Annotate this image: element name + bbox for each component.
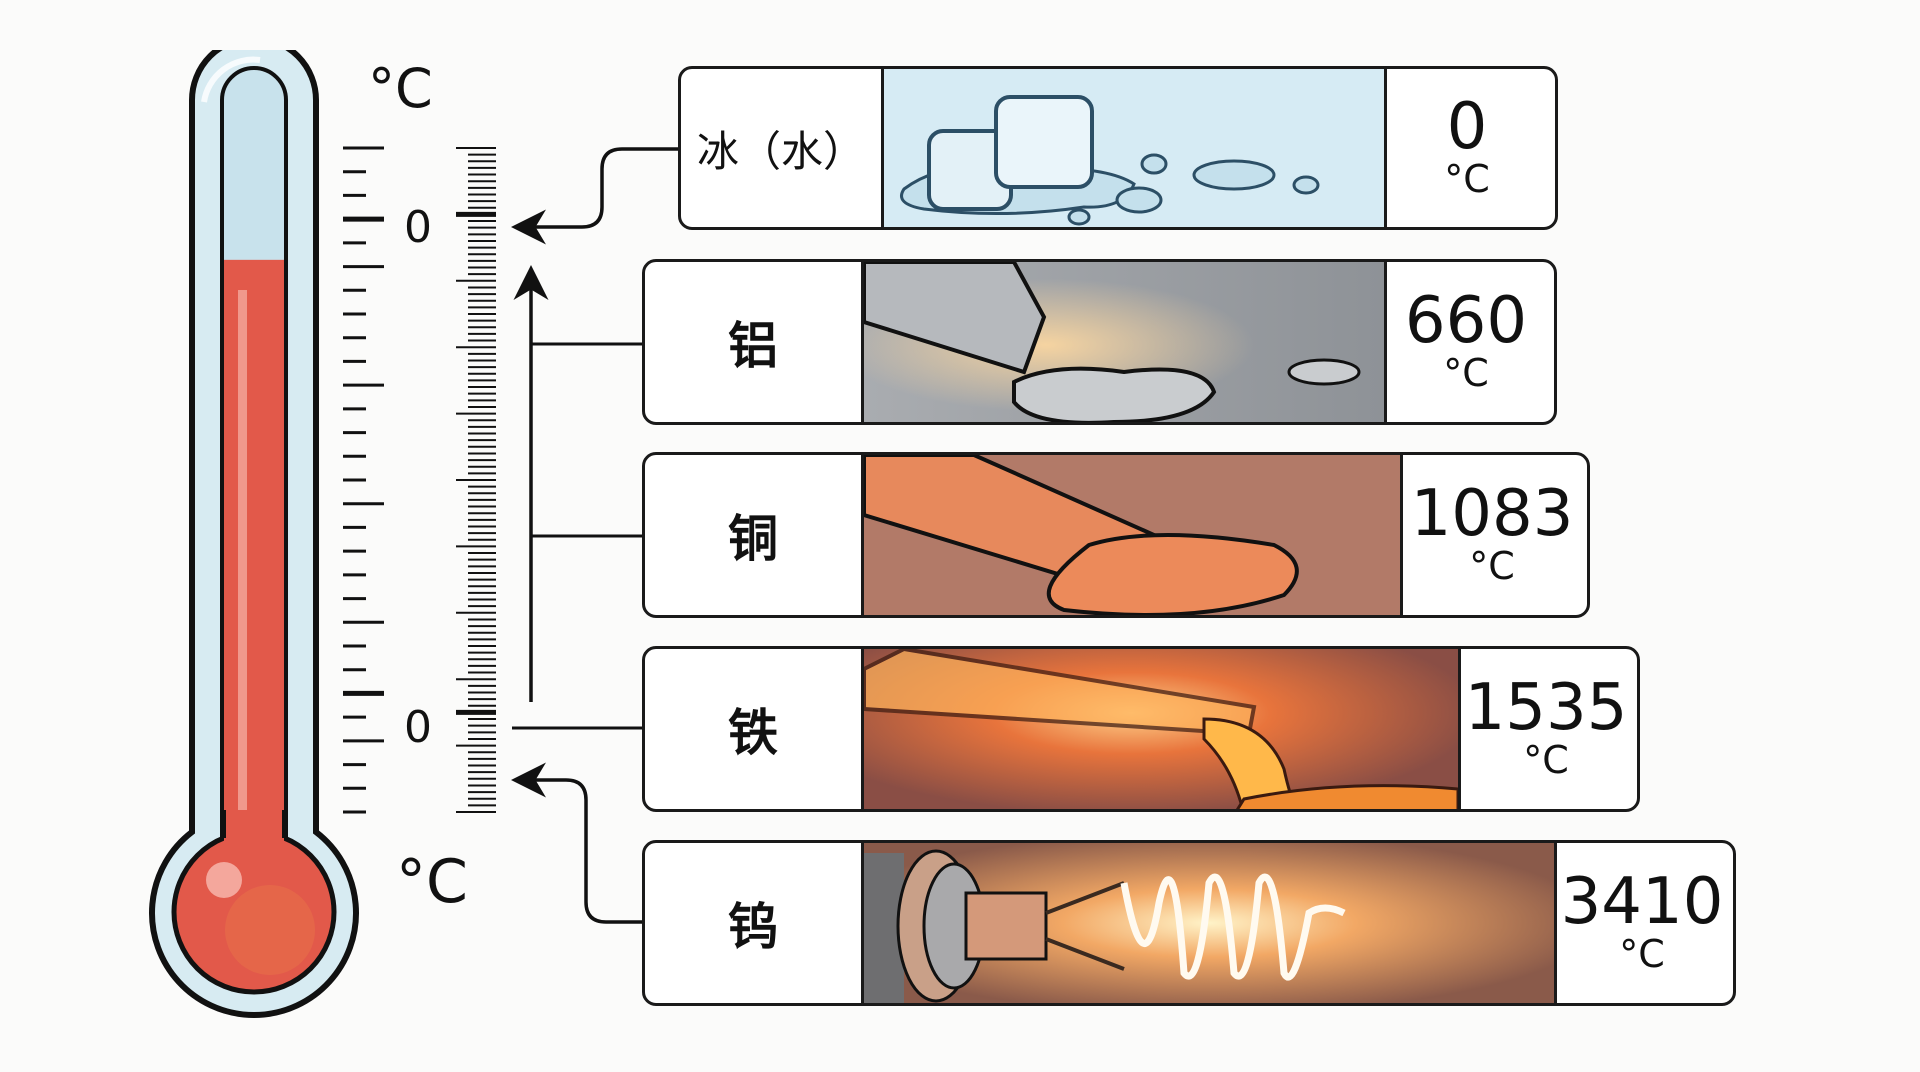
material-name: 铝 — [728, 317, 778, 375]
melting-point-unit: °C — [1469, 544, 1515, 589]
unit-label-top: °C — [368, 57, 433, 120]
unit-label-bottom: °C — [396, 847, 468, 917]
melting-point-unit: °C — [1619, 932, 1665, 977]
scale-left-ticks — [343, 146, 384, 814]
aluminum-illustration — [861, 262, 1387, 422]
connector-ice — [511, 147, 680, 245]
tungsten-illustration — [861, 843, 1557, 1003]
melting-point-value: 3410 — [1560, 865, 1724, 940]
scale-right-ticks — [456, 147, 496, 813]
melting-point-value: 1083 — [1410, 477, 1574, 552]
connector-tungsten — [511, 762, 642, 924]
scale-label-zero-upper: 0 — [404, 202, 432, 253]
material-card-tungsten: 钨 3410 °C — [642, 840, 1736, 1006]
iron-illustration — [861, 649, 1461, 809]
melting-point: 0 °C — [1379, 69, 1555, 227]
melting-point-value: 660 — [1404, 284, 1528, 359]
melting-point-unit: °C — [1444, 157, 1490, 202]
material-name: 铜 — [728, 510, 778, 568]
melting-point: 1535 °C — [1455, 649, 1637, 809]
material-card-aluminum: 铝 660 °C — [642, 259, 1557, 425]
material-name: 冰（水） — [696, 126, 865, 176]
melting-point-value: 1535 — [1464, 671, 1628, 746]
melting-point-unit: °C — [1523, 738, 1569, 783]
melting-point: 3410 °C — [1551, 843, 1733, 1003]
material-name: 铁 — [728, 704, 778, 762]
material-card-ice: 冰（水） 0 °C — [678, 66, 1558, 230]
melting-point-value: 0 — [1446, 90, 1488, 165]
ice-illustration — [881, 69, 1387, 227]
thermometer — [140, 50, 370, 1020]
thermometer-graphic — [149, 50, 359, 1018]
mercury-column — [224, 259, 284, 863]
copper-illustration — [861, 455, 1403, 615]
material-card-copper: 铜 1083 °C — [642, 452, 1590, 618]
material-card-iron: 铁 1535 °C — [642, 646, 1640, 812]
melting-point-unit: °C — [1443, 351, 1489, 396]
melting-point: 1083 °C — [1397, 455, 1587, 615]
scale-label-zero-lower: 0 — [404, 702, 432, 753]
material-name: 钨 — [728, 898, 778, 956]
melting-point: 660 °C — [1378, 262, 1554, 422]
